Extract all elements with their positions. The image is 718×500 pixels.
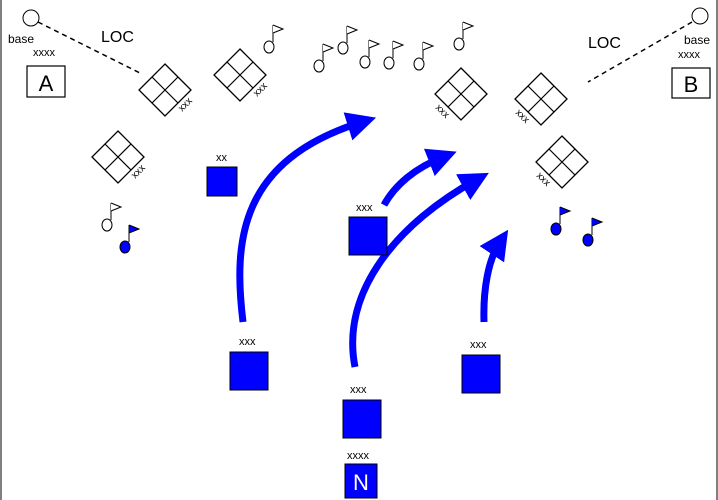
unit-b-letter: B bbox=[684, 72, 699, 97]
friendly-division: xx bbox=[206, 152, 238, 197]
enemy-corps-5: xxx bbox=[513, 72, 568, 126]
unit-n-letter: N bbox=[353, 470, 369, 495]
enemy-corps-4: xxx bbox=[433, 67, 488, 121]
enemy-corps-3: xxx bbox=[91, 130, 148, 184]
blue-square-icon bbox=[206, 166, 238, 197]
unit-n-echelon: xxxx bbox=[347, 450, 370, 462]
unit-b-box bbox=[671, 67, 711, 99]
flag-icon bbox=[119, 224, 141, 254]
axis-arrow-3 bbox=[349, 172, 489, 368]
loc-line-b bbox=[587, 21, 693, 83]
loc-label-a: LOC bbox=[101, 29, 134, 46]
unit-b-echelon: xxxx bbox=[678, 49, 701, 61]
axis-arrow-4 bbox=[479, 229, 509, 323]
friendly-corps-1: xxx bbox=[348, 202, 388, 256]
loc-label-b: LOC bbox=[588, 35, 621, 52]
friendly-corps-2: xxx bbox=[229, 336, 269, 391]
base-b-label: base bbox=[684, 33, 710, 47]
enemy-corps-2: xxx bbox=[213, 48, 270, 102]
blue-square-icon bbox=[342, 399, 382, 439]
loc-line-a bbox=[37, 21, 141, 74]
flag-icon bbox=[313, 43, 335, 73]
base-a-icon bbox=[22, 9, 40, 27]
axes-of-advance bbox=[236, 112, 509, 368]
enemy-corps-6: xxx bbox=[534, 135, 589, 189]
unit-n: xxxx N bbox=[344, 450, 378, 499]
echelon-label: xxx bbox=[350, 384, 367, 396]
enemy-flags bbox=[101, 21, 475, 232]
echelon-label: xx bbox=[216, 152, 228, 164]
axis-arrow-2 bbox=[380, 148, 457, 207]
base-a: base xxxx A bbox=[8, 9, 66, 98]
flag-icon bbox=[263, 24, 285, 54]
flag-icon bbox=[582, 217, 604, 247]
flag-icon bbox=[337, 25, 359, 55]
echelon-label: xxx bbox=[239, 336, 256, 348]
echelon-label: xxx bbox=[356, 202, 373, 214]
axis-arrow-1 bbox=[236, 112, 377, 323]
friendly-corps-3: xxx bbox=[461, 339, 501, 394]
unit-a-letter: A bbox=[39, 71, 54, 96]
friendly-corps-4: xxx bbox=[342, 384, 382, 439]
flag-icon bbox=[359, 39, 381, 69]
base-b-icon bbox=[691, 7, 709, 25]
blue-square-icon bbox=[229, 351, 269, 391]
blue-square-icon bbox=[461, 354, 501, 394]
unit-n-box bbox=[344, 463, 378, 499]
unit-a-echelon: xxxx bbox=[33, 47, 56, 59]
friendly-flags bbox=[119, 206, 604, 254]
flag-icon bbox=[413, 41, 435, 71]
flag-icon bbox=[550, 206, 572, 236]
echelon-label: xxx bbox=[470, 339, 487, 351]
flag-icon bbox=[101, 202, 123, 232]
unit-a-box bbox=[26, 65, 66, 98]
flag-icon bbox=[383, 40, 405, 70]
blue-square-icon bbox=[348, 216, 388, 256]
base-b: base xxxx B bbox=[671, 7, 711, 99]
base-a-label: base bbox=[8, 32, 34, 46]
flag-icon bbox=[453, 21, 475, 51]
enemy-corps-1: xxx bbox=[138, 63, 195, 117]
